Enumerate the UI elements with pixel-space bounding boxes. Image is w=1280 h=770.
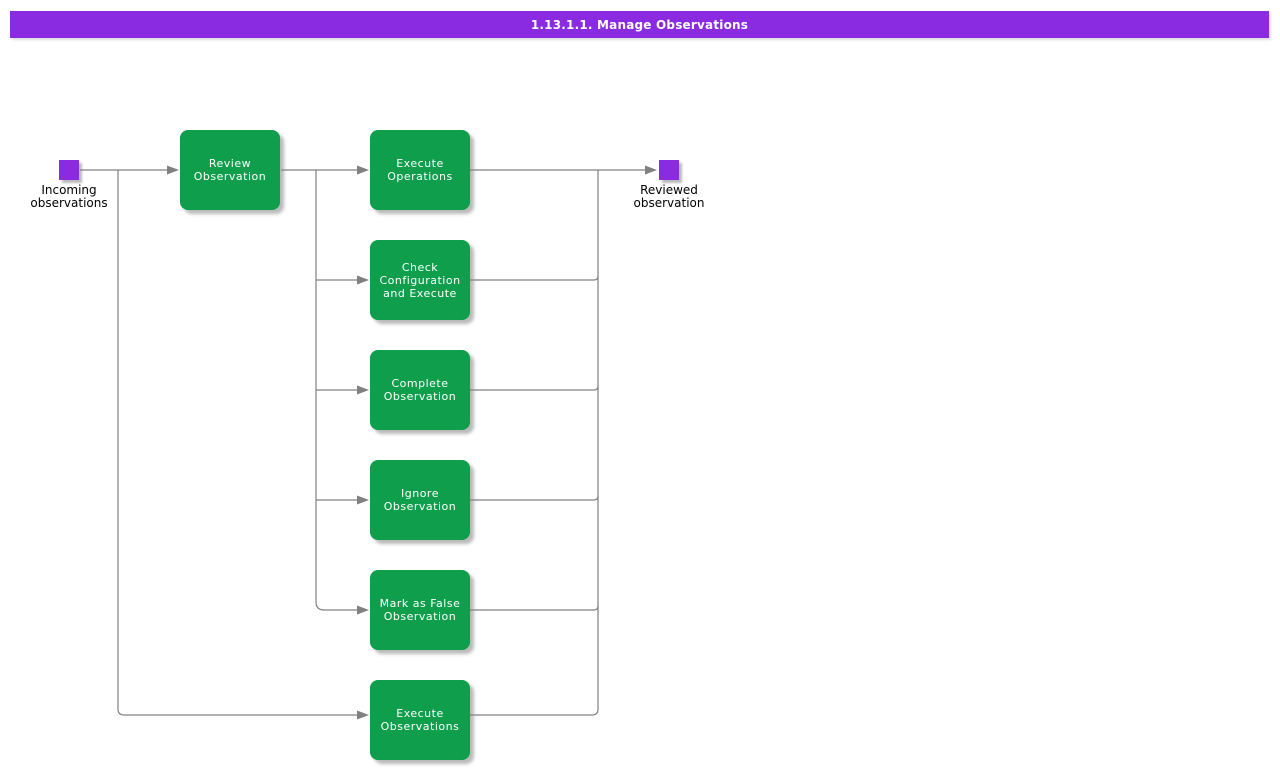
edge-complete-observation-out (470, 385, 599, 391)
arrowhead (167, 165, 179, 175)
edge-ignore-observation-out (470, 495, 599, 501)
start-event-label: Incoming observations (30, 183, 108, 210)
task-execute-observations[interactable]: Execute Observations (370, 680, 470, 760)
task-execute-operations[interactable]: Execute Operations (370, 130, 470, 210)
task-mark-as-false-observation[interactable]: Mark as False Observation (370, 570, 470, 650)
edge-branch-to-mark-as-false (315, 170, 357, 611)
arrowhead (645, 165, 657, 175)
arrowhead (357, 165, 369, 175)
task-complete-observation[interactable]: Complete Observation (370, 350, 470, 430)
arrowhead (357, 710, 369, 720)
diagram-title-bar: 1.13.1.1. Manage Observations (10, 11, 1269, 38)
start-event-incoming-observations[interactable] (59, 160, 79, 180)
end-event-label: Reviewed observation (633, 183, 705, 210)
arrowhead (357, 275, 369, 285)
edge-check-configuration-out (470, 275, 599, 281)
task-ignore-observation[interactable]: Ignore Observation (370, 460, 470, 540)
task-check-configuration-and-execute[interactable]: Check Configuration and Execute (370, 240, 470, 320)
edge-execute-observations-out (470, 708, 599, 716)
arrowhead (357, 605, 369, 615)
edge-mark-as-false-out (470, 605, 599, 611)
edge-start-to-execute-observations (117, 170, 357, 716)
arrowhead (357, 385, 369, 395)
arrowhead (357, 495, 369, 505)
end-event-reviewed-observation[interactable] (659, 160, 679, 180)
task-review-observation[interactable]: Review Observation (180, 130, 280, 210)
